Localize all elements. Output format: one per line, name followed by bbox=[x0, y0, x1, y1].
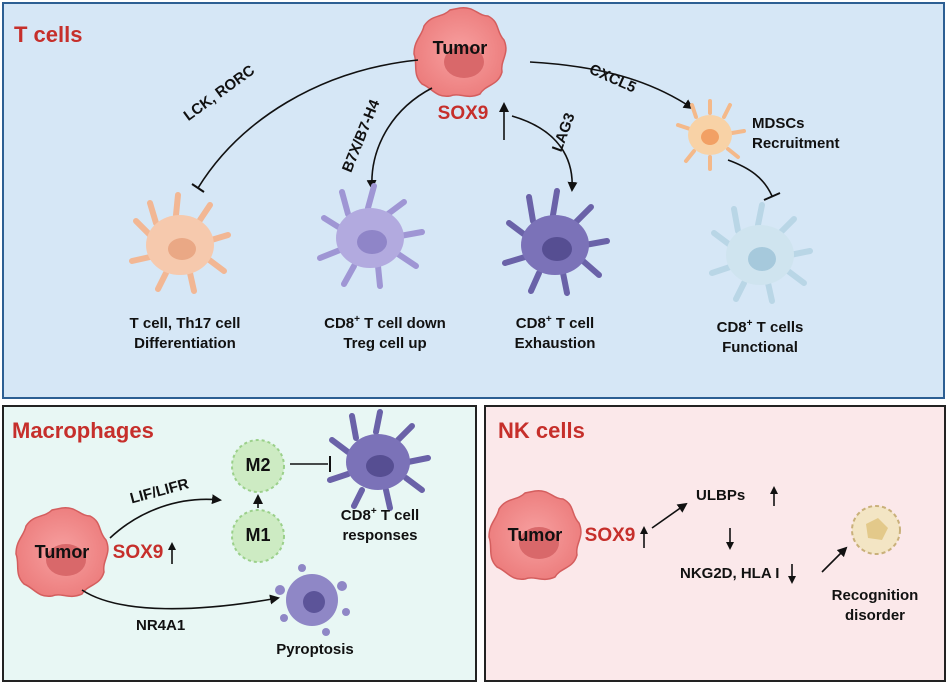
arrow-to-recognition bbox=[821, 546, 848, 573]
cd8-functional-label: CD8+ T cells Functional bbox=[716, 318, 804, 357]
recognition-disorder-label: Recognition disorder bbox=[831, 587, 919, 624]
t-cells-title: T cells bbox=[14, 22, 83, 47]
mdsc-icon bbox=[676, 99, 746, 171]
macrophage-icon bbox=[231, 439, 285, 493]
arrow-to-ulbps bbox=[651, 502, 688, 529]
t-sox9-label: SOX9 bbox=[437, 103, 489, 124]
pyroptosis-cell-icon bbox=[275, 564, 350, 636]
t-cell-icon bbox=[317, 183, 425, 289]
t-cell-icon bbox=[709, 202, 813, 304]
th17-differentiation-label: T cell, Th17 cell Differentiation bbox=[129, 315, 241, 352]
macrophages-title: Macrophages bbox=[12, 418, 154, 443]
arrow-nr4a1 bbox=[81, 589, 280, 610]
arrow-mdsc-inhibit bbox=[727, 159, 781, 201]
nk-cells-title: NK cells bbox=[498, 418, 585, 443]
arrow-lif-lifr bbox=[109, 494, 222, 539]
arrow-lck-rorc bbox=[191, 59, 419, 193]
mdscs-label: MDSCs Recruitment bbox=[752, 115, 840, 152]
t-tumor-label: Tumor bbox=[432, 38, 488, 58]
cd8-responses-label: CD8+ T cell responses bbox=[340, 506, 420, 545]
nr4a1-label: NR4A1 bbox=[136, 617, 186, 634]
cd8-down-treg-up-label: CD8+ T cell down Treg cell up bbox=[324, 314, 446, 353]
arrow-b7x bbox=[366, 87, 433, 190]
nk-tumor-label: Tumor bbox=[507, 525, 563, 545]
m1-label: M1 bbox=[245, 525, 271, 545]
macrophage-icon bbox=[231, 509, 285, 563]
ulbps-label: ULBPs bbox=[696, 487, 746, 504]
m-tumor-label: Tumor bbox=[34, 542, 90, 562]
t-cell-icon bbox=[129, 192, 231, 294]
nk-sox9-label: SOX9 bbox=[584, 525, 636, 546]
m-sox9-label: SOX9 bbox=[112, 542, 164, 563]
t-cell-icon bbox=[327, 409, 431, 511]
arrow-lag3 bbox=[511, 115, 578, 192]
arrow-m2-inhibit bbox=[290, 456, 331, 472]
nkg2d-hla-label: NKG2D, HLA I bbox=[680, 565, 780, 582]
tumor-cell-icon bbox=[488, 490, 582, 581]
tumor-cell-icon bbox=[15, 507, 109, 598]
cd8-exhaustion-label: CD8+ T cell Exhaustion bbox=[514, 314, 596, 353]
m2-label: M2 bbox=[245, 455, 271, 475]
t-cell-icon bbox=[502, 188, 610, 296]
recognition-cell-icon bbox=[851, 505, 901, 555]
pyroptosis-label: Pyroptosis bbox=[276, 641, 354, 658]
arrow-cxcl5 bbox=[529, 61, 694, 110]
tumor-cell-icon bbox=[413, 7, 507, 98]
